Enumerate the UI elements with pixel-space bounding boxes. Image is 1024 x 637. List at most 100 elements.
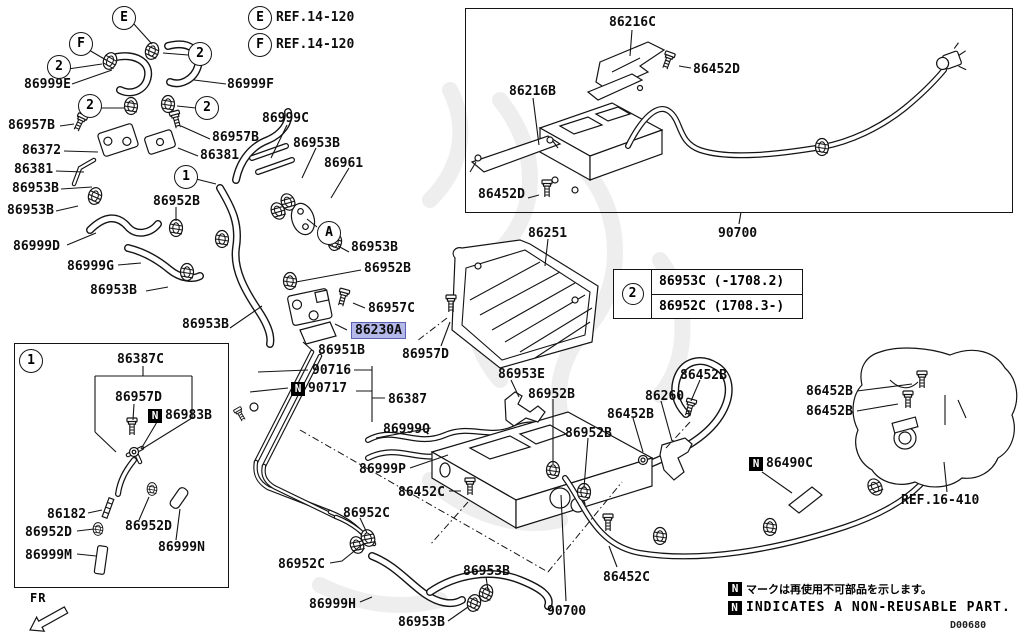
- part-number-text: 86999E: [24, 77, 71, 92]
- part-label-86381: 86381: [14, 162, 53, 177]
- part-number-text: 90700: [718, 226, 758, 241]
- part-number-text: 90700: [547, 604, 587, 619]
- part-label-86999Q: 86999Q: [383, 422, 430, 437]
- part-number-text: 86951B: [318, 343, 365, 358]
- part-number-text: 86961: [324, 156, 364, 171]
- gasket-86961: [290, 202, 316, 236]
- part-number-text: 86452C: [603, 570, 650, 585]
- non-reusable-icon: N: [728, 600, 742, 615]
- part-label-86961: 86961: [324, 156, 363, 171]
- part-label-86381: 86381: [200, 148, 239, 163]
- part-number-text: 86999Q: [383, 422, 430, 437]
- part-label-86452D: 86452D: [693, 62, 740, 77]
- bracket-86953E: [504, 391, 546, 427]
- part-label-86372: 86372: [22, 143, 61, 158]
- part-label-86452C: 86452C: [603, 570, 650, 585]
- part-label-REF.16-410: REF.16-410: [901, 493, 979, 508]
- part-number-text: 86952B: [528, 387, 575, 402]
- part-label-86452B: 86452B: [680, 368, 727, 383]
- part-label-86260: 86260: [645, 389, 684, 404]
- part-label-86953B: 86953B: [351, 240, 398, 255]
- callout-A: A: [317, 221, 341, 245]
- ref-text-F: REF.14-120: [276, 37, 355, 52]
- part-number-text: 86952C: [278, 557, 325, 572]
- part-label-86999G: 86999G: [67, 259, 114, 274]
- callout-2: 2: [188, 42, 212, 66]
- part-number-text: 86953B: [12, 181, 59, 196]
- callout-2: 2: [195, 96, 219, 120]
- part-label-86999M: 86999M: [25, 548, 72, 563]
- part-label-86957B: 86957B: [212, 130, 259, 145]
- part-label-86953B: 86953B: [463, 564, 510, 579]
- part-number-text: 86953B: [398, 615, 445, 630]
- part-label-86216B: 86216B: [509, 84, 556, 99]
- part-label-86957C: 86957C: [368, 301, 415, 316]
- part-number-text: 86260: [645, 389, 685, 404]
- part-number-text: 86957D: [115, 390, 162, 405]
- part-number-text: 86953B: [182, 317, 229, 332]
- callout-1: 1: [19, 349, 43, 373]
- part-number-text: 86381: [200, 148, 240, 163]
- non-reusable-icon: N: [749, 456, 763, 471]
- tag-86490C: [788, 486, 823, 514]
- part-label-86216C: 86216C: [609, 15, 656, 30]
- note-en-text: INDICATES A NON-REUSABLE PART.: [746, 600, 1011, 615]
- part-label-86957B: 86957B: [8, 118, 55, 133]
- part-number-text: 86230A: [351, 322, 406, 339]
- inverter-box-frame: [465, 8, 1013, 213]
- part-label-86953B: 86953B: [398, 615, 445, 630]
- part-number-text: 86387: [388, 392, 428, 407]
- part-label-86953B: 86953B: [90, 283, 137, 298]
- callout-2: 2: [621, 283, 644, 305]
- part-label-86952C: 86952C: [343, 506, 390, 521]
- part-label-86452D: 86452D: [478, 187, 525, 202]
- part-label-86952D: 86952D: [25, 525, 72, 540]
- part-number-text: 86999P: [359, 462, 406, 477]
- part-number-text: 86999M: [25, 548, 72, 563]
- part-label-86452C: 86452C: [398, 485, 445, 500]
- part-label-90700: 90700: [547, 604, 586, 619]
- part-number-text: 86952D: [25, 525, 72, 540]
- fr-direction-arrow: [29, 606, 69, 632]
- part-number-text: 86452B: [806, 384, 853, 399]
- callout-2: 2: [47, 55, 71, 79]
- callout-E: E: [112, 6, 136, 30]
- variant-row-2: 86952C (1708.3-): [652, 293, 802, 319]
- note-jp-text: マークは再使用不可部品を示します。: [746, 583, 932, 596]
- part-label-86251: 86251: [528, 226, 567, 241]
- fr-label: FR: [30, 591, 47, 605]
- callout-F: F: [69, 32, 93, 56]
- part-label-86387C: 86387C: [117, 352, 164, 367]
- part-number-text: 86452B: [806, 404, 853, 419]
- part-number-text: 86216B: [509, 84, 556, 99]
- part-number-text: 86381: [14, 162, 54, 177]
- part-label-86230A-selected[interactable]: 86230A: [351, 322, 406, 339]
- part-number-text: 86953B: [90, 283, 137, 298]
- part-number-text: 86957B: [212, 130, 259, 145]
- heater-hose-cluster: [71, 40, 337, 348]
- part-number-text: 86957D: [402, 347, 449, 362]
- part-label-86952B: 86952B: [364, 261, 411, 276]
- part-number-text: 86387C: [117, 352, 164, 367]
- part-number-text: 86999F: [227, 77, 274, 92]
- part-label-86952C: 86952C: [278, 557, 325, 572]
- part-number-text: 86452B: [607, 407, 654, 422]
- variant-row-1: 86953C (-1708.2): [659, 274, 785, 290]
- note-en: N INDICATES A NON-REUSABLE PART.: [728, 600, 1011, 615]
- part-number-text: 86952D: [125, 519, 172, 534]
- part-number-text: 86372: [22, 143, 62, 158]
- part-number-text: 86216C: [609, 15, 656, 30]
- part-number-text: 86999N: [158, 540, 205, 555]
- part-number-text: 86251: [528, 226, 568, 241]
- valve-86230A: [287, 288, 333, 326]
- part-number-text: 86952B: [153, 194, 200, 209]
- part-label-86182: 86182: [47, 507, 86, 522]
- harness-and-engine: [562, 347, 1018, 560]
- part-label-86452B: 86452B: [607, 407, 654, 422]
- part-label-86953E: 86953E: [498, 367, 545, 382]
- part-number-text: 86957C: [368, 301, 415, 316]
- part-number-text: 86952C: [343, 506, 390, 521]
